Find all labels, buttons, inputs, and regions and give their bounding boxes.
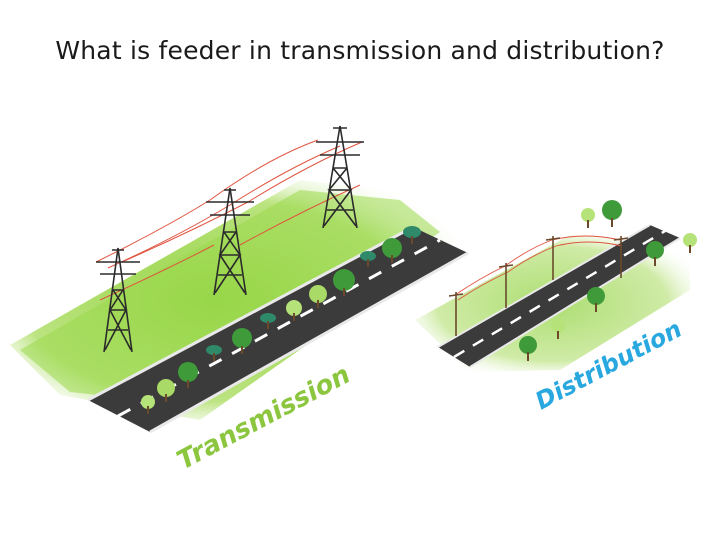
tree (581, 208, 595, 228)
tree (602, 200, 622, 227)
transmission-scene: Transmission (10, 126, 470, 476)
